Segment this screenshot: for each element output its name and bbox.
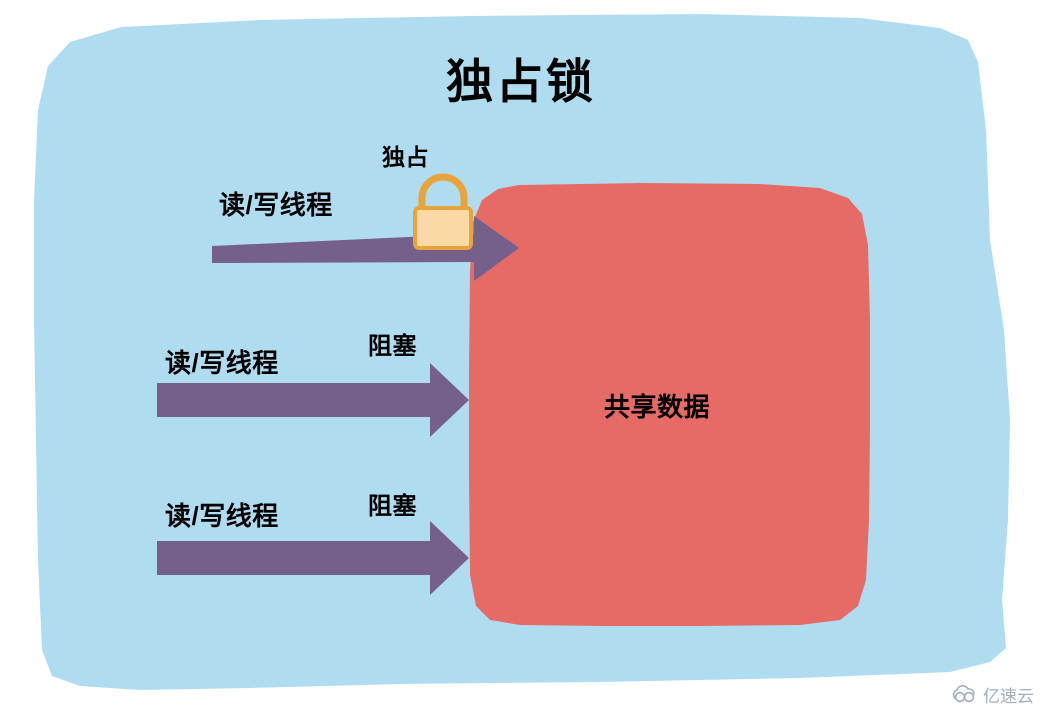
shared-data-label: 共享数据 (604, 392, 711, 422)
blocked-status-label-3: 阻塞 (368, 493, 417, 520)
thread-label-2: 读/写线程 (165, 348, 279, 378)
thread-label-1: 读/写线程 (219, 190, 333, 220)
watermark: 亿速云 (952, 682, 1034, 707)
watermark-text: 亿速云 (983, 687, 1034, 706)
blocked-status-label-2: 阻塞 (368, 333, 417, 360)
page-title: 独占锁 (446, 55, 596, 108)
thread-label-3: 读/写线程 (165, 501, 279, 531)
exclusive-label: 独占 (382, 144, 429, 170)
cloud-logo-icon (952, 684, 975, 702)
